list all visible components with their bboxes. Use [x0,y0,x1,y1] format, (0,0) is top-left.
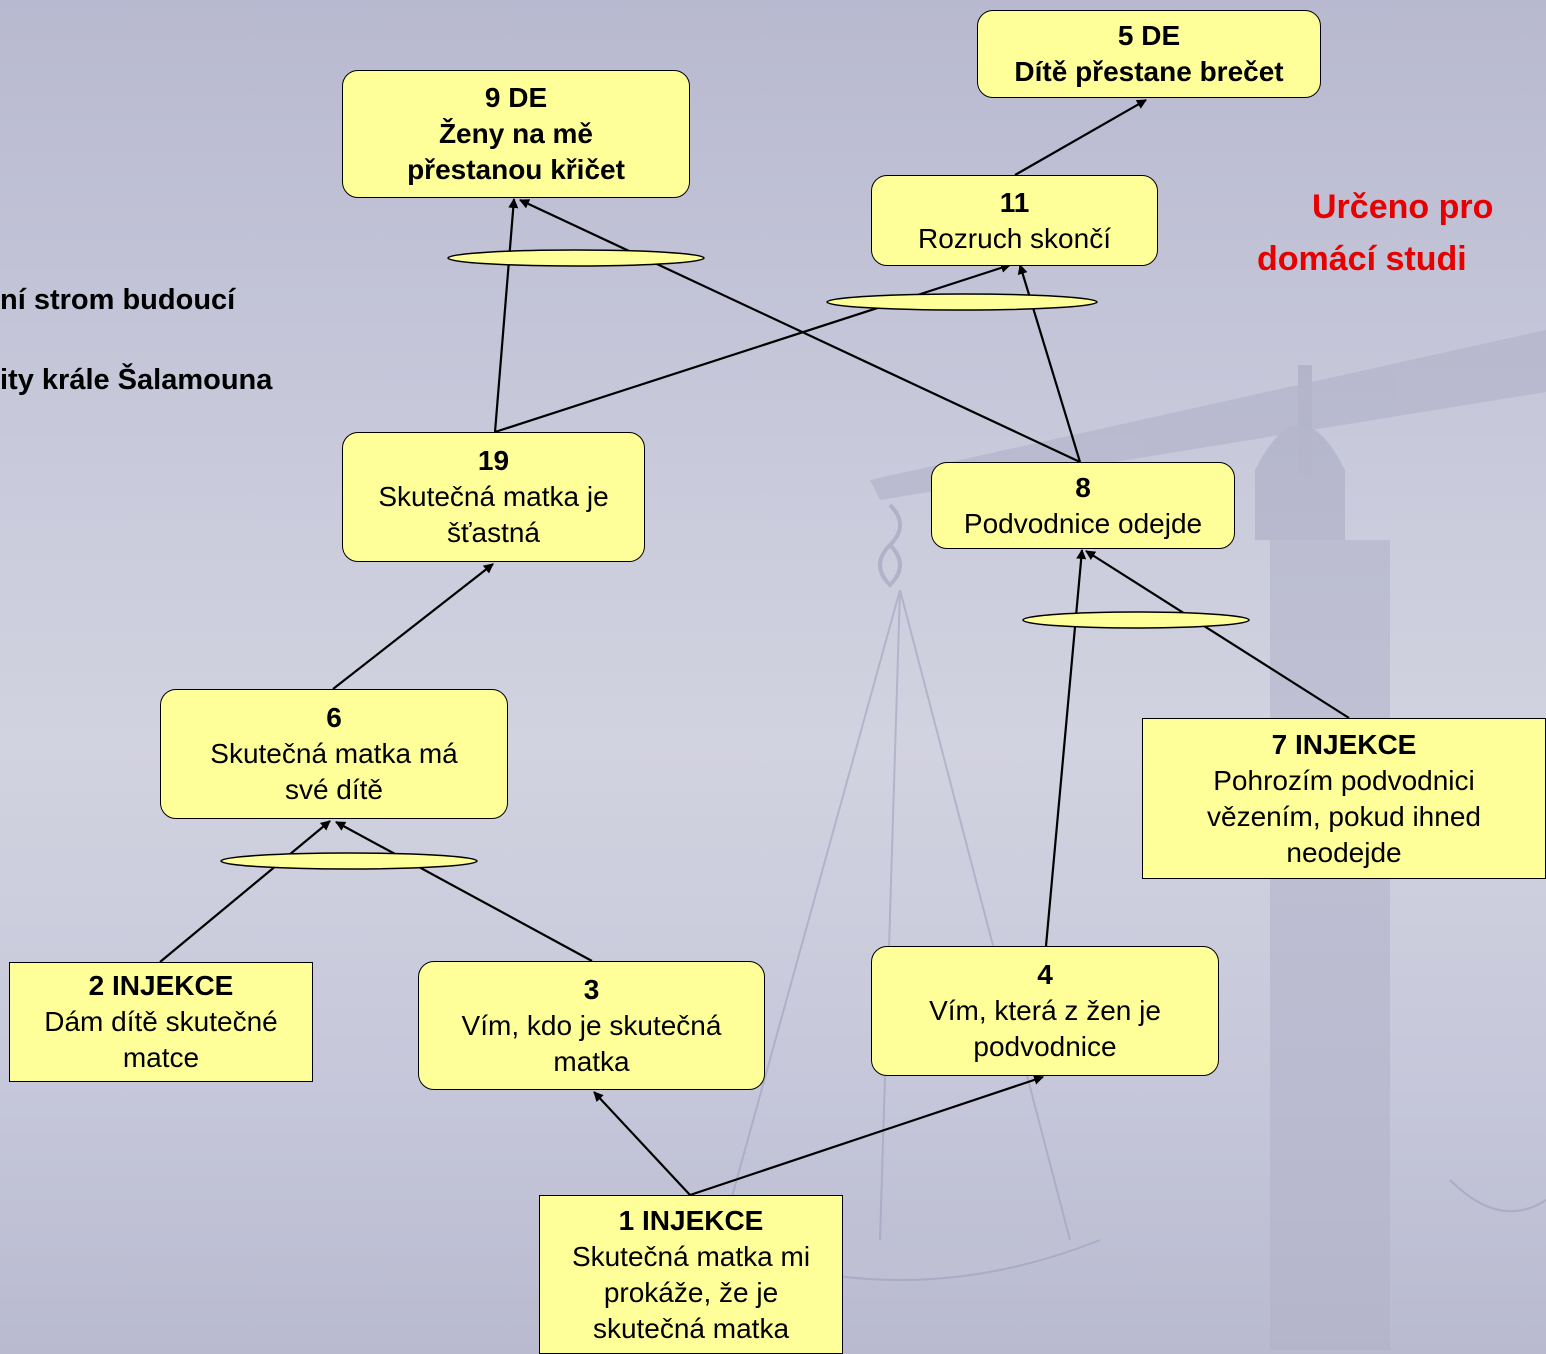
and-connector-8 [1022,611,1250,629]
node-19-number: 19 [477,445,510,476]
node-2-number: 2 INJEKCE [88,970,234,1001]
node-3-number: 3 [583,973,600,1005]
node-11: 11 Rozruch skončí [871,175,1158,266]
edge-n19-to-n11 [494,263,1011,434]
node-11-number: 11 [999,186,1030,218]
and-connector-11 [826,293,1098,311]
edge-n6-to-n19 [332,563,494,690]
title-line-1: ní strom budoucí [0,284,236,316]
node-7-number: 7 INJEKCE [1271,728,1417,760]
edge-n2-to-n6 [159,820,331,963]
node-9-number: 9 DE [484,82,548,113]
edge-n1-to-n3 [593,1091,691,1196]
node-3: 3 Vím, kdo je skutečná matka [418,961,765,1090]
node-4-text: Vím, která z žen je podvodnice [929,995,1161,1062]
node-5-text: Dítě přestane brečet [1014,56,1284,87]
title-line-2: ity krále Šalamouna [0,364,273,396]
edge-n8-to-n9 [519,199,1081,463]
node-9: 9 DE Ženy na mě přestanou křičet [342,70,690,198]
node-7: 7 INJEKCE Pohrozím podvodnici vězením, p… [1142,718,1546,879]
edge-n19-to-n9 [493,198,519,433]
node-6-number: 6 [326,702,342,733]
node-3-text: Vím, kdo je skutečná matka [461,1009,722,1077]
node-8-number: 8 [1075,471,1091,503]
edge-n7-to-n8 [1085,550,1350,719]
node-2-text: Dám dítě skutečné matce [44,1006,278,1073]
and-connector-6 [220,852,478,870]
node-6: 6 Skutečná matka má své dítě [160,689,508,819]
node-1: 1 INJEKCE Skutečná matka mi prokáže, že … [539,1195,843,1354]
node-5: 5 DE Dítě přestane brečet [977,10,1321,98]
node-11-text: Rozruch skončí [918,222,1111,254]
node-1-text: Skutečná matka mi prokáže, že je skutečn… [571,1240,811,1344]
note-line-1: Určeno pro [1312,188,1494,226]
node-6-text: Skutečná matka má své dítě [210,738,458,805]
node-8-text: Podvodnice odejde [963,507,1203,539]
edge-n11-to-n5 [1014,99,1147,176]
and-connector-9 [447,249,705,267]
node-1-number: 1 INJEKCE [618,1204,764,1236]
node-19-text: Skutečná matka je šťastná [378,481,609,548]
node-5-number: 5 DE [1117,20,1181,51]
node-9-text: Ženy na mě přestanou křičet [407,118,625,185]
node-4: 4 Vím, která z žen je podvodnice [871,946,1219,1076]
edge-n3-to-n6 [335,821,593,962]
node-7-text: Pohrozím podvodnici vězením, pokud ihned… [1207,764,1481,868]
node-2: 2 INJEKCE Dám dítě skutečné matce [9,962,313,1082]
edge-n4-to-n8 [1044,549,1087,947]
node-8: 8 Podvodnice odejde [931,462,1235,549]
note-line-2: domácí studi [1257,240,1467,278]
edge-n1-to-n4 [689,1075,1044,1197]
node-19: 19 Skutečná matka je šťastná [342,432,645,562]
node-4-number: 4 [1037,959,1053,990]
